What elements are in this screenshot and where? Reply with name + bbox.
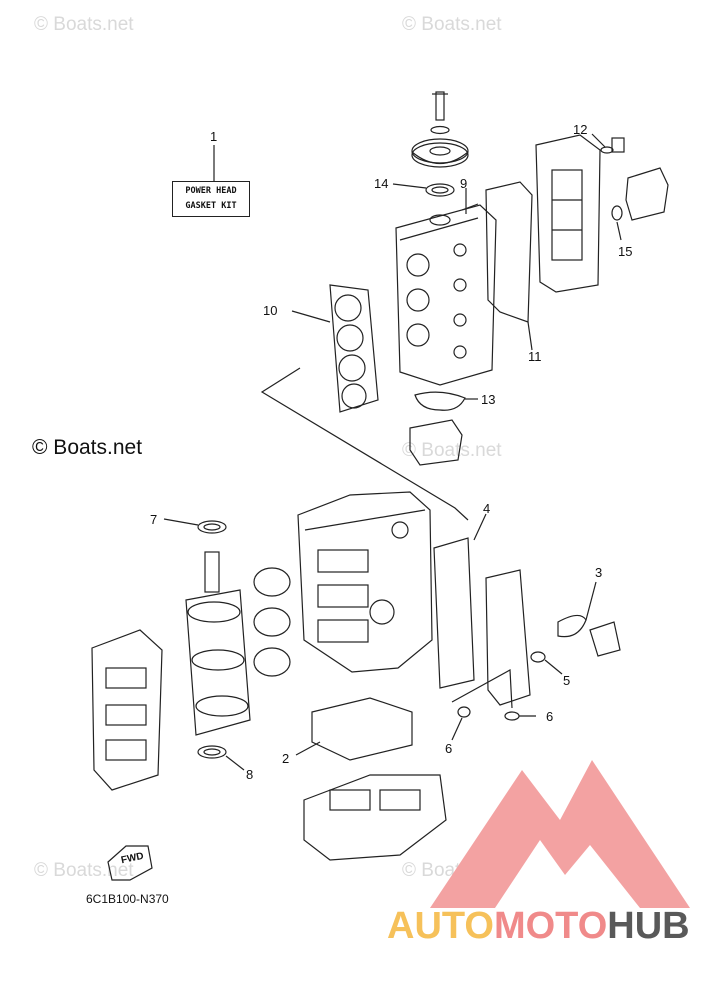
head-cover-gasket-11	[485, 181, 533, 323]
callout-13[interactable]: 13	[481, 392, 496, 407]
callout-7[interactable]: 7	[150, 512, 158, 527]
callout-6[interactable]: 6	[546, 709, 554, 724]
brand-part2: MOTO	[493, 905, 608, 947]
exhaust-cover	[485, 569, 531, 706]
callout-12[interactable]: 12	[573, 122, 588, 137]
kit-label-line2: GASKET KIT	[185, 201, 237, 211]
callout-11[interactable]: 11	[528, 349, 542, 364]
callout-9[interactable]: 9	[460, 176, 468, 191]
crankcase	[303, 774, 447, 861]
watermark: © Boats.net	[402, 14, 502, 35]
cylinder-block	[297, 491, 433, 673]
gasket-3	[557, 614, 587, 638]
gasket-2	[311, 697, 413, 761]
watermark: © Boats.net	[34, 14, 134, 35]
crankshaft	[185, 551, 291, 736]
callout-1[interactable]: 1	[210, 129, 218, 144]
callout-6[interactable]: 6	[445, 741, 453, 756]
oil-seal-7	[197, 520, 227, 534]
logo-triangle	[430, 760, 690, 908]
exhaust-inner-cover	[91, 629, 163, 791]
fwd-arrow-icon	[107, 845, 153, 881]
cylinder-head-gasket-10	[291, 284, 379, 413]
exhaust-gasket-4	[433, 537, 475, 689]
callout-10[interactable]: 10	[263, 303, 278, 318]
oil-seal-14	[425, 183, 455, 197]
diagram-code: 6C1B100-N370	[86, 892, 169, 906]
thermostat-cover	[589, 621, 621, 657]
o-ring-6	[504, 711, 520, 721]
power-head-gasket-kit-label: POWER HEAD GASKET KIT	[172, 181, 250, 217]
oil-seal-8	[197, 745, 227, 759]
cylinder-head	[395, 204, 497, 386]
brand-part1: AUTO	[387, 905, 494, 947]
callout-8[interactable]: 8	[246, 767, 254, 782]
gasket-13	[414, 391, 466, 411]
timing-pulley	[411, 91, 469, 168]
thermostat-housing	[409, 419, 463, 466]
brand-part3: HUB	[607, 905, 690, 947]
watermark-copyright: © Boats.net	[32, 436, 143, 459]
callout-5[interactable]: 5	[563, 673, 571, 688]
callout-4[interactable]: 4	[483, 501, 491, 516]
callout-2[interactable]: 2	[282, 751, 290, 766]
logo-triangle-inner	[495, 840, 640, 908]
o-ring-5	[530, 651, 546, 663]
brand-wordmark: AUTOMOTOHUB	[387, 905, 690, 948]
o-ring-6	[457, 706, 471, 718]
cylinder-head-cover	[535, 134, 601, 293]
callout-14[interactable]: 14	[374, 176, 389, 191]
watermark: © Boats.net	[402, 440, 502, 461]
kit-label-line1: POWER HEAD	[185, 186, 237, 196]
fuel-pump	[625, 167, 669, 221]
callout-3[interactable]: 3	[595, 565, 603, 580]
callout-15[interactable]: 15	[618, 244, 633, 259]
